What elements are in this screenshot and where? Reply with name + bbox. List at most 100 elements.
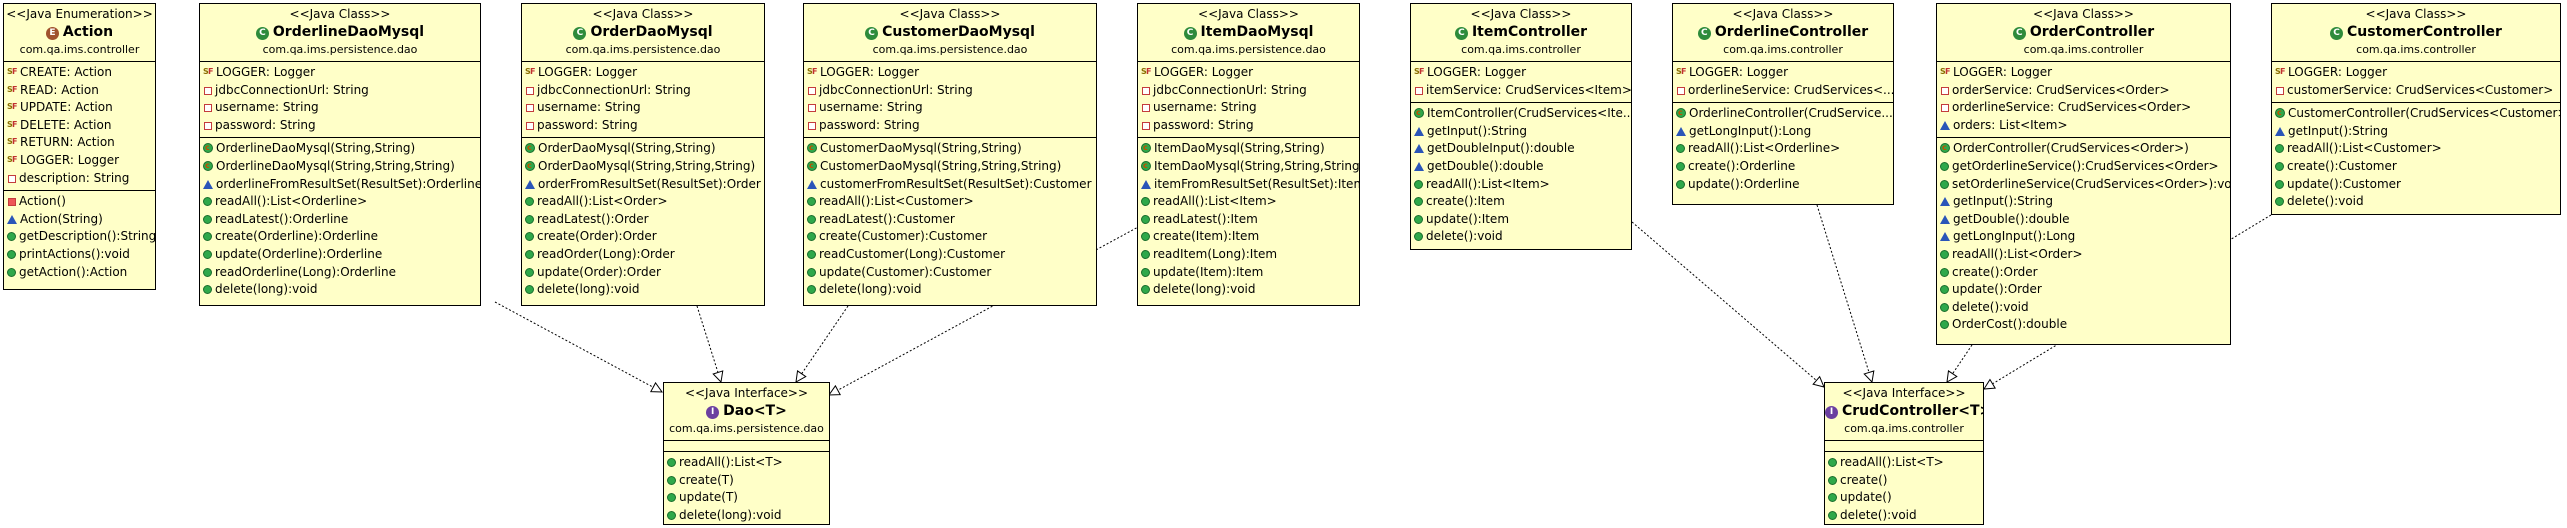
member-text: getDouble():double: [1953, 211, 2070, 226]
member-text: readOrderline(Long):Orderline: [215, 264, 396, 279]
attribute-row: LOGGER: Logger: [4, 151, 155, 170]
member-text: create(Order):Order: [537, 229, 657, 244]
member-text: readAll():List<Customer>: [2287, 141, 2442, 156]
member-text: jdbcConnectionUrl: String: [215, 82, 369, 97]
private-field-icon: [204, 104, 212, 113]
operation-row: delete(long):void: [522, 281, 764, 299]
public-member-icon: [2275, 197, 2284, 207]
public-member-icon: [525, 232, 534, 242]
member-text: password: String: [215, 117, 316, 132]
private-field-icon: [1415, 86, 1423, 95]
member-text: create():Order: [1952, 264, 2038, 279]
stereotype-label: <<Java Interface>>: [1842, 386, 1966, 400]
member-text: LOGGER: Logger: [216, 65, 316, 79]
member-text: update():Orderline: [1688, 176, 1800, 191]
class-icon: C: [1454, 27, 1468, 40]
class-icon: C: [255, 27, 269, 40]
operations-section: OrderlineController(CrudService...getLon…: [1673, 103, 1893, 196]
member-text: setOrderlineService(CrudServices<Order>)…: [1952, 176, 2231, 191]
package-member-icon: [1676, 126, 1686, 136]
attributes-section: LOGGER: Logger jdbcConnectionUrl: String u…: [200, 62, 480, 139]
public-member-icon: [667, 510, 676, 520]
static-final-icon: [7, 151, 17, 169]
member-text: jdbcConnectionUrl: String: [1153, 82, 1307, 97]
member-text: ItemController(CrudServices<Ite...: [1427, 106, 1632, 121]
constructor-icon: [525, 139, 535, 157]
operation-row: readAll():List<T>: [664, 454, 829, 472]
class-name: CustomerDaoMysql: [882, 24, 1035, 40]
member-text: update():Item: [1426, 211, 1510, 226]
public-member-icon: [1828, 475, 1837, 485]
operations-section: ItemController(CrudServices<Ite...getInp…: [1411, 103, 1631, 249]
package-member-icon: [2275, 126, 2285, 136]
attribute-row: jdbcConnectionUrl: String: [1138, 82, 1359, 100]
public-member-icon: [1828, 510, 1837, 520]
package-member-icon: [1141, 179, 1151, 189]
operation-row: orderFromResultSet(ResultSet):Order: [522, 176, 764, 194]
public-member-icon: [807, 232, 816, 242]
operations-section: OrderController(CrudServices<Order>)getO…: [1937, 138, 2230, 337]
public-member-icon: [1141, 214, 1150, 224]
package-member-icon: [1940, 197, 1950, 207]
member-text: OrderController(CrudServices<Order>): [1953, 141, 2189, 156]
operation-row: update(Item):Item: [1138, 264, 1359, 282]
operations-section: CustomerController(CrudServices<Customer…: [2272, 103, 2560, 214]
operation-row: update():Item: [1411, 211, 1631, 229]
operation-row: update(T): [664, 489, 829, 507]
private-constructor-icon: [8, 198, 16, 207]
class-icon: C: [1183, 27, 1197, 40]
public-member-icon: [203, 197, 212, 207]
constructor-icon: [1414, 104, 1424, 122]
static-final-icon: [1940, 63, 1950, 81]
public-member-icon: [667, 475, 676, 485]
operations-section: ItemDaoMysql(String,String)ItemDaoMysql(…: [1138, 138, 1359, 301]
operation-row: readOrderline(Long):Orderline: [200, 264, 480, 282]
stereotype-label: <<Java Interface>>: [684, 386, 809, 400]
member-text: username: String: [215, 100, 319, 115]
operation-row: OrderlineDaoMysql(String,String): [200, 139, 480, 158]
class-name: ItemController: [1471, 24, 1588, 40]
constructor-icon: [1141, 157, 1151, 175]
member-text: orderlineService: CrudServices<...: [1688, 82, 1894, 97]
private-field-icon: [1142, 121, 1150, 130]
static-final-icon: [2275, 63, 2285, 81]
operation-row: readLatest():Customer: [804, 211, 1096, 229]
member-text: create(Customer):Customer: [819, 229, 988, 244]
member-text: LOGGER: Logger: [820, 65, 920, 79]
member-text: OrderDaoMysql(String,String,String): [538, 158, 756, 173]
class-icon: C: [573, 27, 587, 40]
member-text: update():Customer: [2287, 176, 2401, 191]
member-text: getLongInput():Long: [1953, 229, 2076, 244]
attribute-row: orderService: CrudServices<Order>: [1937, 82, 2230, 100]
package-label: com.qa.ims.persistence.dao: [1171, 43, 1326, 56]
edge-ordercontroller-crudcontroller: [1947, 344, 1973, 382]
public-member-icon: [1940, 249, 1949, 259]
public-member-icon: [2275, 179, 2284, 189]
private-field-icon: [808, 86, 816, 95]
operation-row: create(Order):Order: [522, 228, 764, 246]
public-member-icon: [667, 493, 676, 503]
member-text: password: String: [1153, 117, 1254, 132]
attribute-row: username: String: [804, 99, 1096, 117]
public-member-icon: [1676, 161, 1685, 171]
public-member-icon: [525, 214, 534, 224]
operation-row: readItem(Long):Item: [1138, 246, 1359, 264]
interface-icon: I: [706, 406, 720, 419]
public-member-icon: [2275, 161, 2284, 171]
member-text: create():Customer: [2287, 158, 2397, 173]
operation-row: ItemController(CrudServices<Ite...: [1411, 104, 1632, 123]
